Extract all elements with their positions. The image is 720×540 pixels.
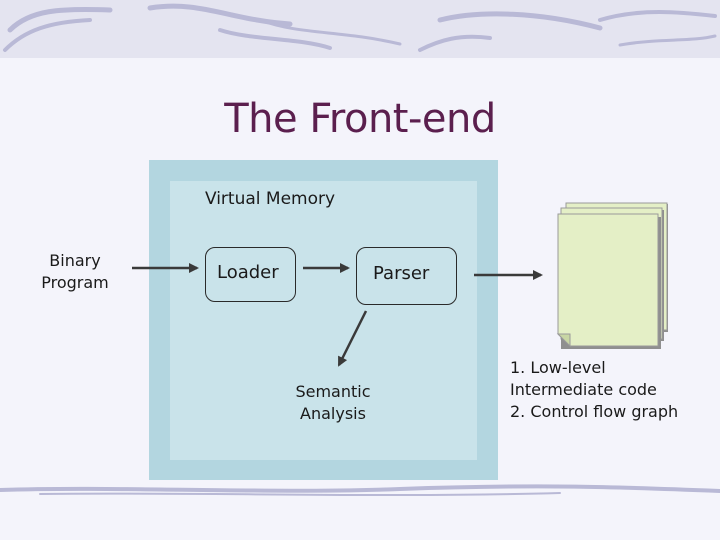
document-page-front	[556, 213, 661, 349]
footer-brush-stroke	[0, 484, 720, 497]
binary-program-line-1: Binary	[49, 251, 101, 270]
semantic-analysis-line-1: Semantic	[295, 382, 371, 401]
virtual-memory-inner-box	[170, 181, 477, 460]
virtual-memory-label: Virtual Memory	[204, 189, 336, 209]
parser-box	[356, 247, 457, 305]
binary-program-label: Binary Program	[28, 250, 122, 294]
parser-label: Parser	[373, 263, 430, 284]
binary-program-line-2: Program	[41, 273, 109, 292]
semantic-analysis-line-2: Analysis	[300, 404, 366, 423]
loader-box	[205, 247, 296, 302]
output-label: 1. Low-level Intermediate code 2. Contro…	[510, 357, 715, 423]
output-document-stack	[556, 202, 668, 349]
semantic-analysis-label: Semantic Analysis	[276, 381, 390, 425]
output-line-1: 1. Low-level	[510, 358, 606, 377]
slide-title: The Front-end	[224, 96, 496, 142]
output-line-3: 2. Control flow graph	[510, 402, 679, 421]
footer-rule	[0, 478, 720, 508]
header-band	[0, 0, 720, 58]
arrow-parser-to-semantic	[337, 310, 368, 367]
loader-label: Loader	[217, 262, 279, 283]
output-line-2: Intermediate code	[510, 380, 657, 399]
brush-stroke-decoration	[3, 3, 717, 52]
